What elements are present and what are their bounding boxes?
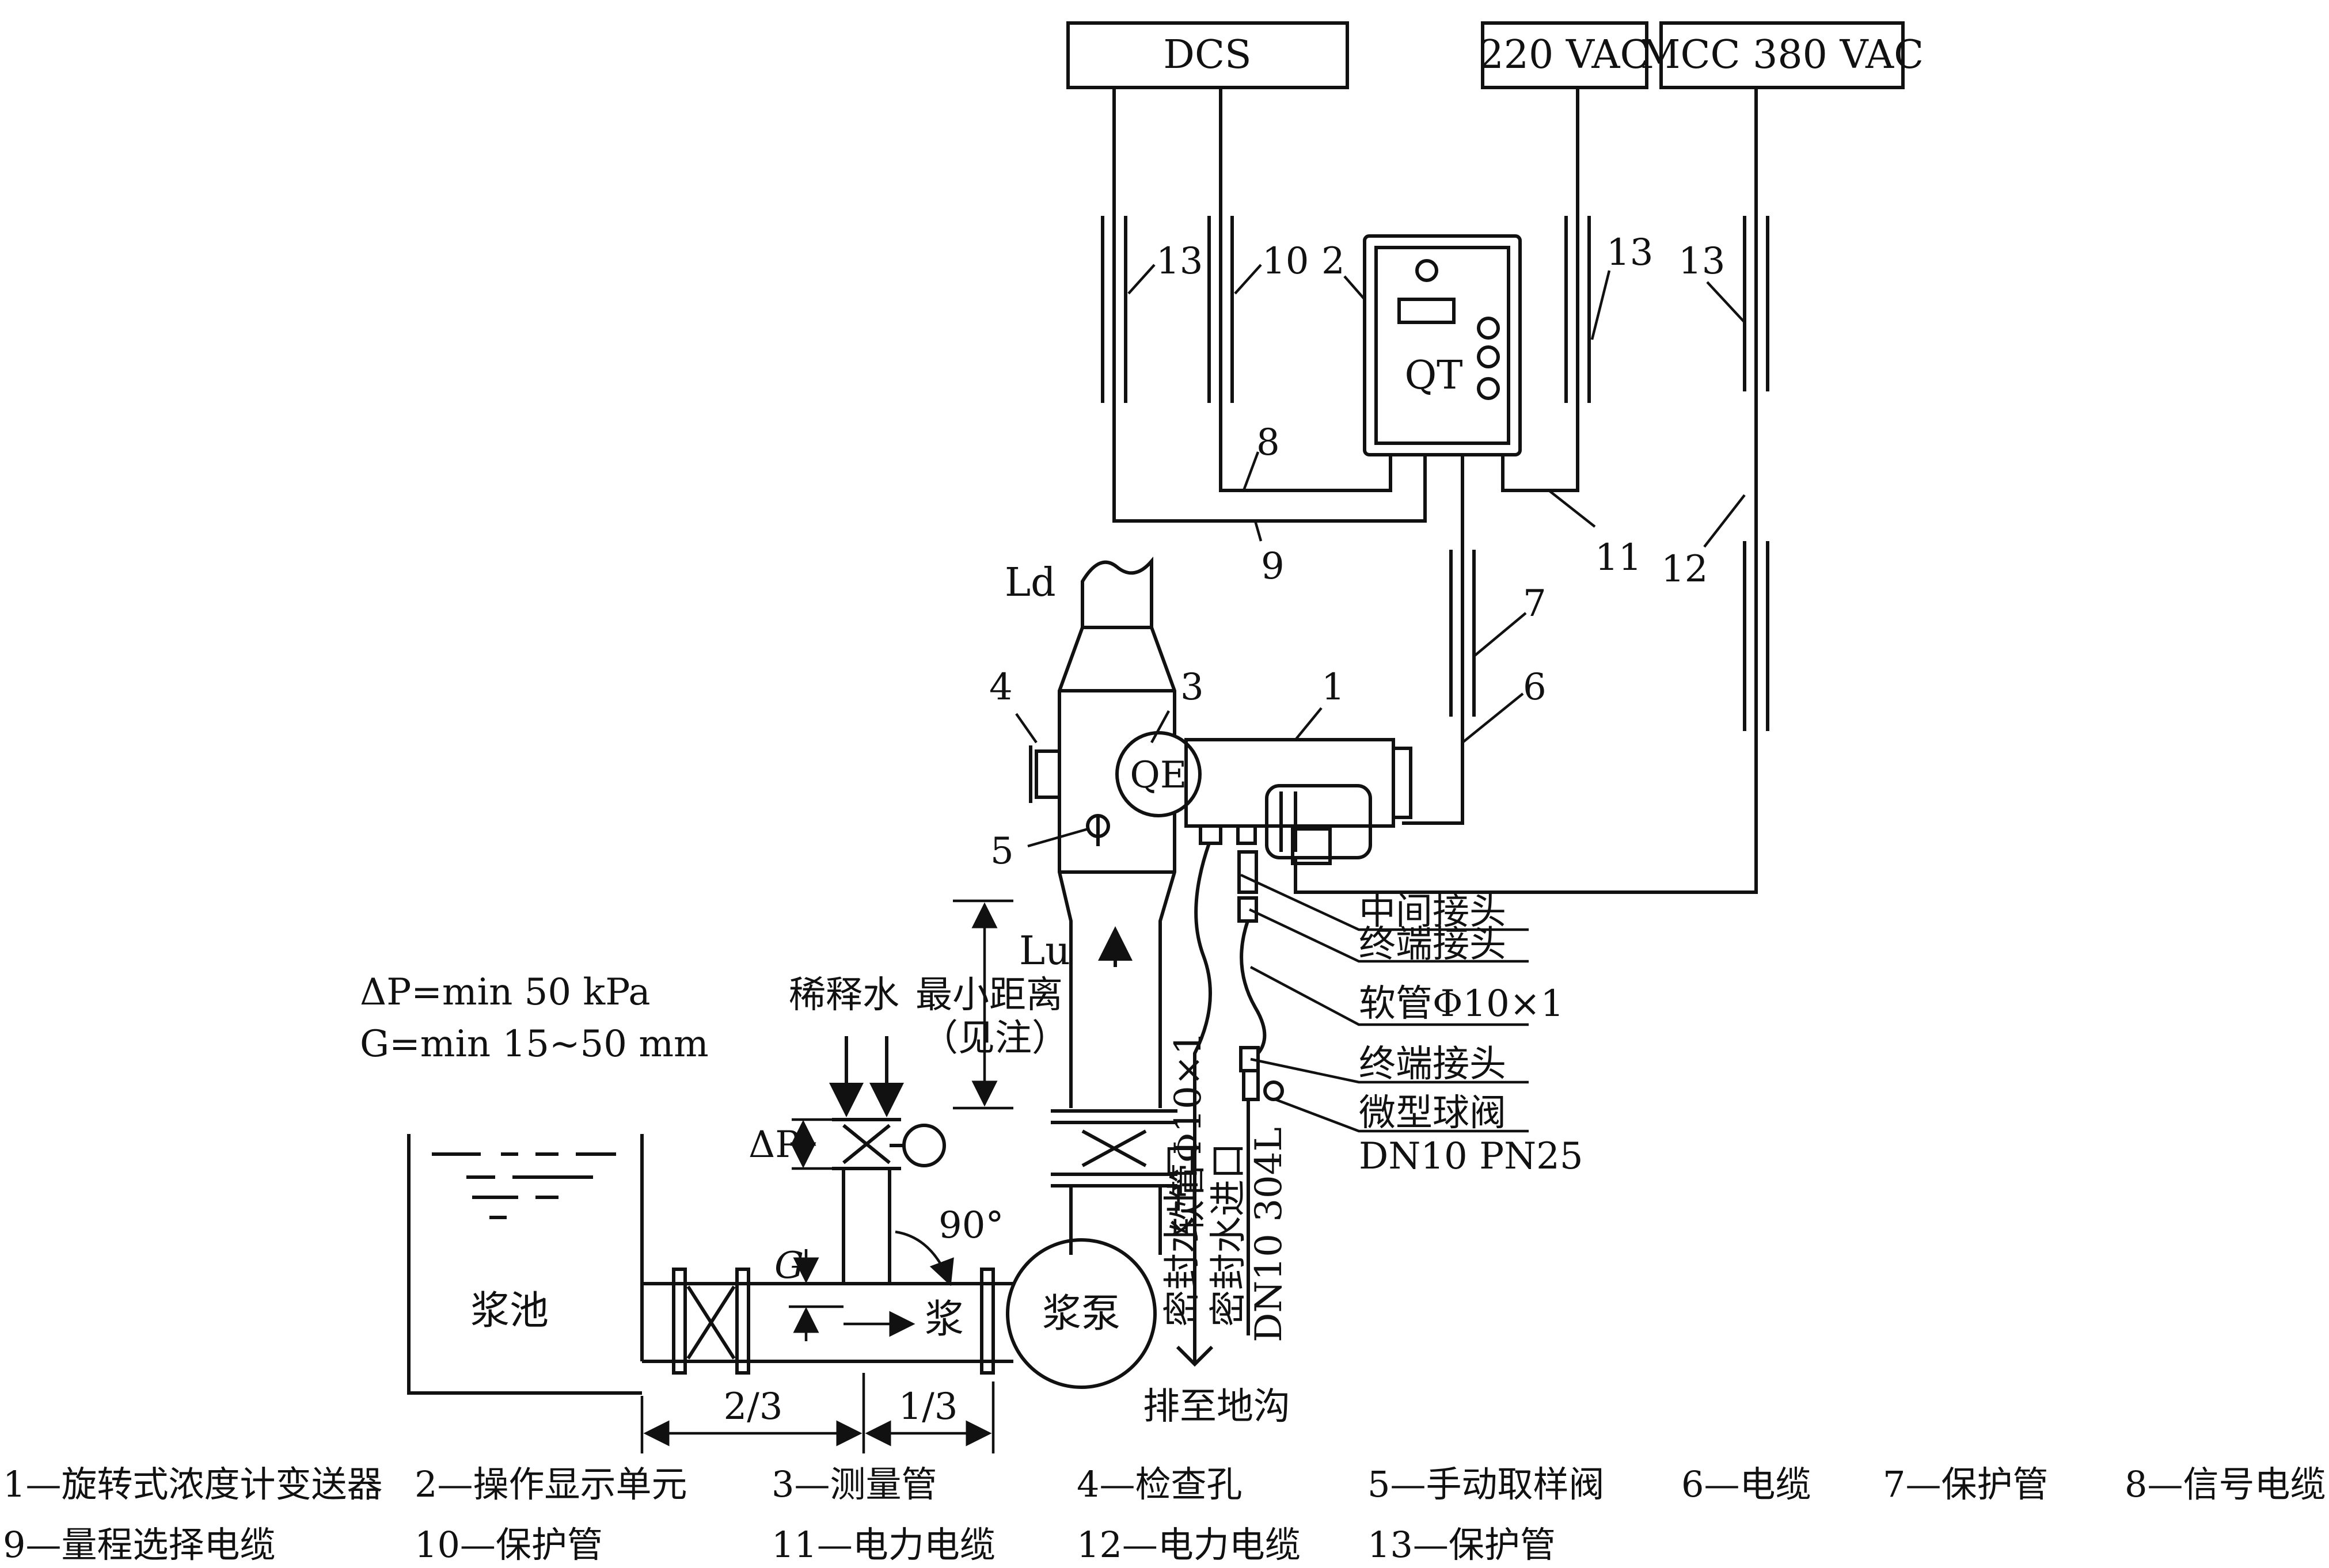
ball-valve-spec-label: DN10 PN25 (1359, 1135, 1583, 1178)
protective-pipe-10 (1207, 216, 1234, 403)
vertical-pipe (1058, 556, 1176, 1108)
legend-item: 3—测量管 (772, 1463, 937, 1505)
ld-label: Ld (1005, 560, 1056, 606)
min-distance-label: 最小距离 (915, 974, 1063, 1017)
dp-requirement: ΔP=min 50 kPa (360, 971, 651, 1014)
mid-joint-label: 中间接头 (1359, 890, 1506, 933)
drain-label: 排至地沟 (1143, 1386, 1290, 1428)
seal-outlet-label: 密封水出口 (1161, 1143, 1204, 1327)
num-9: 9 (1261, 545, 1285, 588)
legend-item: 8—信号电缆 (2125, 1463, 2326, 1505)
num-2: 2 (1321, 240, 1345, 283)
hose-label: 软管Φ10×1 (1359, 983, 1564, 1025)
legend-item: 13—保护管 (1367, 1524, 1556, 1566)
see-note-label: （见注） (921, 1017, 1069, 1060)
bottom-dimension: 2/3 1/3 (640, 1373, 995, 1453)
qe-label: QE (1130, 754, 1187, 797)
num-11: 11 (1595, 536, 1642, 579)
mcc-label: MCC 380 VAC (1640, 32, 1924, 78)
cable-9 (1112, 87, 1427, 523)
protective-pipe-7 (1449, 550, 1476, 717)
qt-display-unit: QT (1363, 234, 1522, 456)
dp-dimension: ΔP (749, 1118, 832, 1170)
hose-vertical-label: 软管Φ10×1 (1167, 1032, 1210, 1236)
dp-symbol: ΔP (749, 1124, 800, 1166)
vac220-label: 220 VAC (1479, 32, 1650, 78)
end-joint-2-label: 终端接头 (1359, 1043, 1506, 1086)
vac220-box: 220 VAC (1479, 21, 1650, 89)
dn-spec-label: DN10 304L (1248, 1127, 1290, 1342)
num-12: 12 (1661, 548, 1708, 591)
slurry-pump: 浆泵 (1006, 1238, 1157, 1389)
pump-label: 浆泵 (1042, 1291, 1120, 1337)
lu-label: Lu (1019, 928, 1070, 974)
cable-11 (1501, 87, 1579, 492)
one-third-label: 1/3 (899, 1386, 958, 1428)
legend-item: 9—量程选择电缆 (3, 1524, 275, 1566)
inspection-hole-4 (1029, 745, 1061, 803)
protective-pipe-13-right (1743, 216, 1769, 391)
cable-8 (1219, 87, 1392, 492)
protective-pipe-13-mid (1564, 216, 1591, 403)
legend-item: 10—保护管 (415, 1524, 603, 1566)
dcs-box: DCS (1066, 21, 1349, 89)
slurry-pool: 浆池 (407, 1134, 644, 1395)
num-13-right: 13 (1678, 240, 1725, 283)
legend-item: 11—电力电缆 (772, 1524, 996, 1566)
cable-12 (1294, 87, 1758, 894)
legend-item: 1—旋转式浓度计变送器 (3, 1463, 382, 1505)
dcs-label: DCS (1163, 32, 1251, 78)
num-4: 4 (989, 666, 1013, 709)
legend: 1—旋转式浓度计变送器 2—操作显示单元 3—测量管 4—检查孔 5—手动取样阀… (3, 1463, 2326, 1566)
legend-item: 4—检查孔 (1077, 1463, 1242, 1505)
pool-label: 浆池 (470, 1288, 549, 1334)
seal-water-tubing (1176, 843, 1284, 1367)
ball-valve-label: 微型球阀 (1359, 1092, 1506, 1135)
sampling-valve-5 (1086, 814, 1110, 846)
pump-outlet-valve (1051, 1109, 1177, 1255)
g-symbol: G (774, 1244, 804, 1287)
num-13-left: 13 (1156, 240, 1203, 283)
num-8: 8 (1256, 421, 1280, 464)
legend-item: 7—保护管 (1883, 1463, 2048, 1505)
num-1: 1 (1321, 666, 1345, 709)
g-requirement: G=min 15~50 mm (360, 1023, 709, 1065)
qt-label: QT (1404, 353, 1462, 398)
g-dimension: G (774, 1244, 844, 1341)
protective-pipe-12 (1743, 541, 1769, 731)
cable-6 (1402, 455, 1464, 825)
angle-label: 90° (939, 1204, 1004, 1247)
min-distance-dimension (953, 899, 1013, 1110)
legend-item: 12—电力电缆 (1077, 1524, 1301, 1566)
concentration-transmitter-1 (1184, 738, 1412, 865)
num-10: 10 (1262, 240, 1309, 283)
legend-item: 5—手动取样阀 (1367, 1463, 1604, 1505)
mcc-box: MCC 380 VAC (1640, 21, 1924, 89)
legend-item: 6—电缆 (1681, 1463, 1811, 1505)
num-6: 6 (1523, 666, 1547, 709)
dilution-water-label: 稀释水 (789, 974, 899, 1017)
callout-leaders (1240, 873, 1529, 1133)
num-5: 5 (990, 830, 1014, 873)
num-7: 7 (1523, 583, 1547, 625)
num-3: 3 (1180, 666, 1204, 709)
num-13-mid: 13 (1606, 231, 1653, 274)
dilution-water-branch (829, 1036, 954, 1287)
two-thirds-label: 2/3 (724, 1386, 783, 1428)
measurement-tube-qe: QE (1115, 731, 1202, 817)
protective-pipe-13-left (1101, 216, 1127, 403)
slurry-label: 浆 (925, 1297, 964, 1342)
legend-item: 2—操作显示单元 (415, 1463, 687, 1505)
seal-inlet-label: 密封水进口 (1207, 1143, 1250, 1327)
number-callouts: 13 10 2 13 13 8 9 11 12 7 6 1 3 4 5 (989, 231, 1746, 873)
end-joint-1-label: 终端接头 (1359, 923, 1506, 966)
